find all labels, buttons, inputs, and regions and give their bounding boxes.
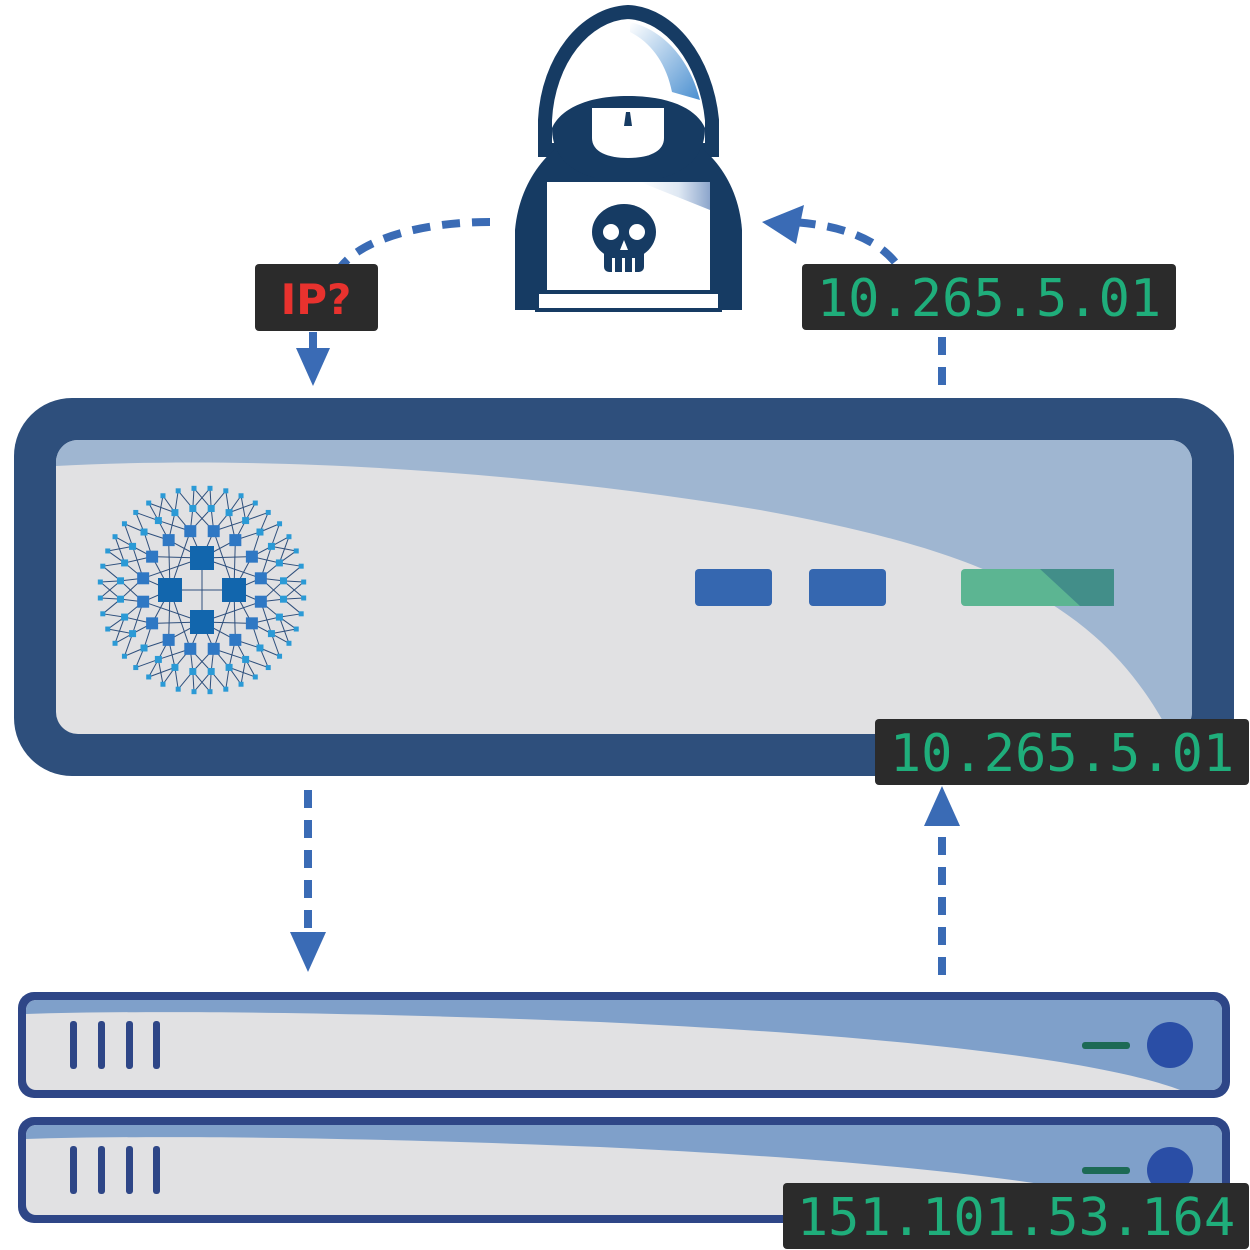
origin-arrowhead: [924, 786, 960, 826]
origin-server-1: [18, 992, 1230, 1098]
proxy-ip-text: 10.265.5.01: [890, 724, 1234, 784]
proxy-ip-label: 10.265.5.01: [875, 719, 1249, 785]
reply-ip-label: 10.265.5.01: [802, 264, 1176, 330]
origin-ip-label: 151.101.53.164: [783, 1183, 1249, 1249]
network-mesh-icon: [97, 485, 307, 695]
proxy-server-icon: [14, 398, 1234, 776]
status-led-2: [809, 569, 886, 606]
forward-arrowhead: [290, 932, 326, 972]
status-led-1: [695, 569, 772, 606]
query-arrow-line: [336, 218, 491, 271]
skull-icon: [592, 204, 656, 272]
query-label-text: IP?: [281, 275, 352, 324]
origin-ip-text: 151.101.53.164: [797, 1188, 1235, 1248]
reply-ip-text: 10.265.5.01: [817, 269, 1161, 329]
query-arrowhead: [296, 348, 330, 386]
query-label: IP?: [255, 264, 378, 331]
reply-arrow-line: [791, 218, 899, 265]
hacker-icon: [515, 4, 742, 312]
reply-arrowhead: [762, 205, 804, 244]
